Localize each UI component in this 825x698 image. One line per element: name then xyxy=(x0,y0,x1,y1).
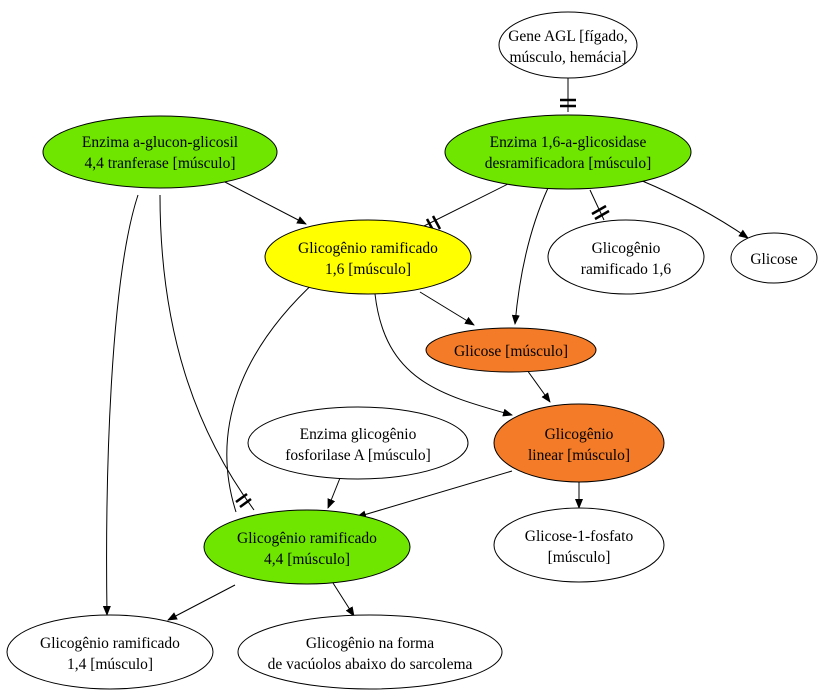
node-label-line: desramificadora [músculo] xyxy=(485,155,652,172)
node-label-line: Glicogênio xyxy=(592,240,661,257)
edge-enzima-desramificadora-to-glicose xyxy=(639,179,749,239)
node-shape xyxy=(264,219,472,295)
node-glicose-1-fosfato: Glicose-1-fosfato [músculo] xyxy=(493,507,665,583)
node-shape xyxy=(444,114,692,190)
node-enzima-fosforilase: Enzima glicogênio fosforilase A [músculo… xyxy=(247,406,469,480)
node-glicogenio-16-musculo: Glicogênio ramificado 1,6 [músculo] xyxy=(264,219,472,295)
node-label-line: Enzima 1,6-a-glicosidase xyxy=(490,134,647,151)
node-glicogenio-44-musculo: Glicogênio ramificado 4,4 [músculo] xyxy=(203,509,411,585)
node-label-line: fosforilase A [músculo] xyxy=(285,447,431,464)
edge-glicogenio-16-musculo-to-glicose-musculo xyxy=(419,291,475,326)
node-enzima-tranferase: Enzima a-glucon-glicosil 4,4 tranferase … xyxy=(42,115,278,189)
node-label-line: Glicogênio ramificado xyxy=(298,240,438,257)
node-shape xyxy=(493,507,665,583)
node-label-line: Glicose-1-fosfato xyxy=(525,528,634,545)
node-label-line: Glicogênio ramificado xyxy=(40,635,180,652)
node-enzima-desramificadora: Enzima 1,6-a-glicosidase desramificadora… xyxy=(444,114,692,190)
node-shape xyxy=(42,115,278,189)
edge-glicogenio-linear-to-glicogenio-44-musculo xyxy=(356,470,513,519)
node-label-line: de vacúolos abaixo do sarcolema xyxy=(268,656,473,673)
node-label-line: [músculo] xyxy=(548,549,611,566)
edge-enzima-tranferase-to-glicogenio-14-musculo xyxy=(102,194,139,616)
node-glicogenio-14-musculo: Glicogênio ramificado 1,4 [músculo] xyxy=(6,614,214,690)
node-label-line: Glicogênio na forma xyxy=(306,635,434,652)
tee-marker xyxy=(591,204,610,221)
edge-glicogenio-44-musculo-to-glicogenio-vacuolos xyxy=(332,582,355,617)
node-shape xyxy=(493,403,665,483)
node-label-line: Gene AGL [fígado, xyxy=(508,28,628,45)
node-glicogenio-linear: Glicogênio linear [músculo] xyxy=(493,403,665,483)
edge-glicose-musculo-to-glicogenio-linear xyxy=(526,369,551,403)
node-shape xyxy=(425,327,597,373)
node-label-line: Glicose xyxy=(750,251,797,268)
node-shape xyxy=(237,614,503,690)
node-label-line: Enzima glicogênio xyxy=(300,426,417,443)
node-label-line: Enzima a-glucon-glicosil xyxy=(82,134,238,151)
node-label-line: 4,4 tranferase [músculo] xyxy=(84,155,235,172)
node-glicogenio-vacuolos: Glicogênio na forma de vacúolos abaixo d… xyxy=(237,614,503,690)
edge-enzima-tranferase-to-glicogenio-16-musculo xyxy=(222,180,307,225)
node-shape xyxy=(6,614,214,690)
node-label-line: Glicose [músculo] xyxy=(454,343,568,360)
node-shape xyxy=(730,232,818,284)
node-label-line: Glicogênio xyxy=(545,426,614,443)
edge-glicogenio-44-musculo-to-glicogenio-16-musculo xyxy=(226,278,319,513)
node-label-line: Glicogênio ramificado xyxy=(237,530,377,547)
node-glicose-musculo: Glicose [músculo] xyxy=(425,327,597,373)
node-gene-agl: Gene AGL [fígado, músculo, hemácia] xyxy=(498,11,638,79)
node-label-line: 1,6 [músculo] xyxy=(325,261,411,278)
node-glicose: Glicose xyxy=(730,232,818,284)
node-shape xyxy=(498,11,638,79)
node-label-line: 4,4 [músculo] xyxy=(264,551,350,568)
edge-enzima-desramificadora-to-glicogenio-16-musculo xyxy=(415,182,511,231)
node-shape xyxy=(203,509,411,585)
edge-enzima-desramificadora-to-glicose-musculo xyxy=(511,187,549,325)
tee-marker xyxy=(560,98,576,108)
edge-enzima-fosforilase-to-glicogenio-44-musculo xyxy=(327,477,341,509)
node-label-line: 1,4 [músculo] xyxy=(67,656,153,673)
edge-enzima-tranferase-to-glicogenio-44-musculo xyxy=(159,194,255,511)
node-shape xyxy=(247,406,469,480)
node-label-line: linear [músculo] xyxy=(528,447,630,464)
node-shape xyxy=(547,219,705,295)
tee-marker xyxy=(235,492,252,509)
node-label-line: músculo, hemácia] xyxy=(509,49,626,66)
edge-glicogenio-16-musculo-to-glicogenio-linear xyxy=(374,293,513,417)
node-glicogenio-16: Glicogênio ramificado 1,6 xyxy=(547,219,705,295)
node-label-line: ramificado 1,6 xyxy=(581,261,672,278)
edge-glicogenio-44-musculo-to-glicogenio-14-musculo xyxy=(167,584,236,621)
